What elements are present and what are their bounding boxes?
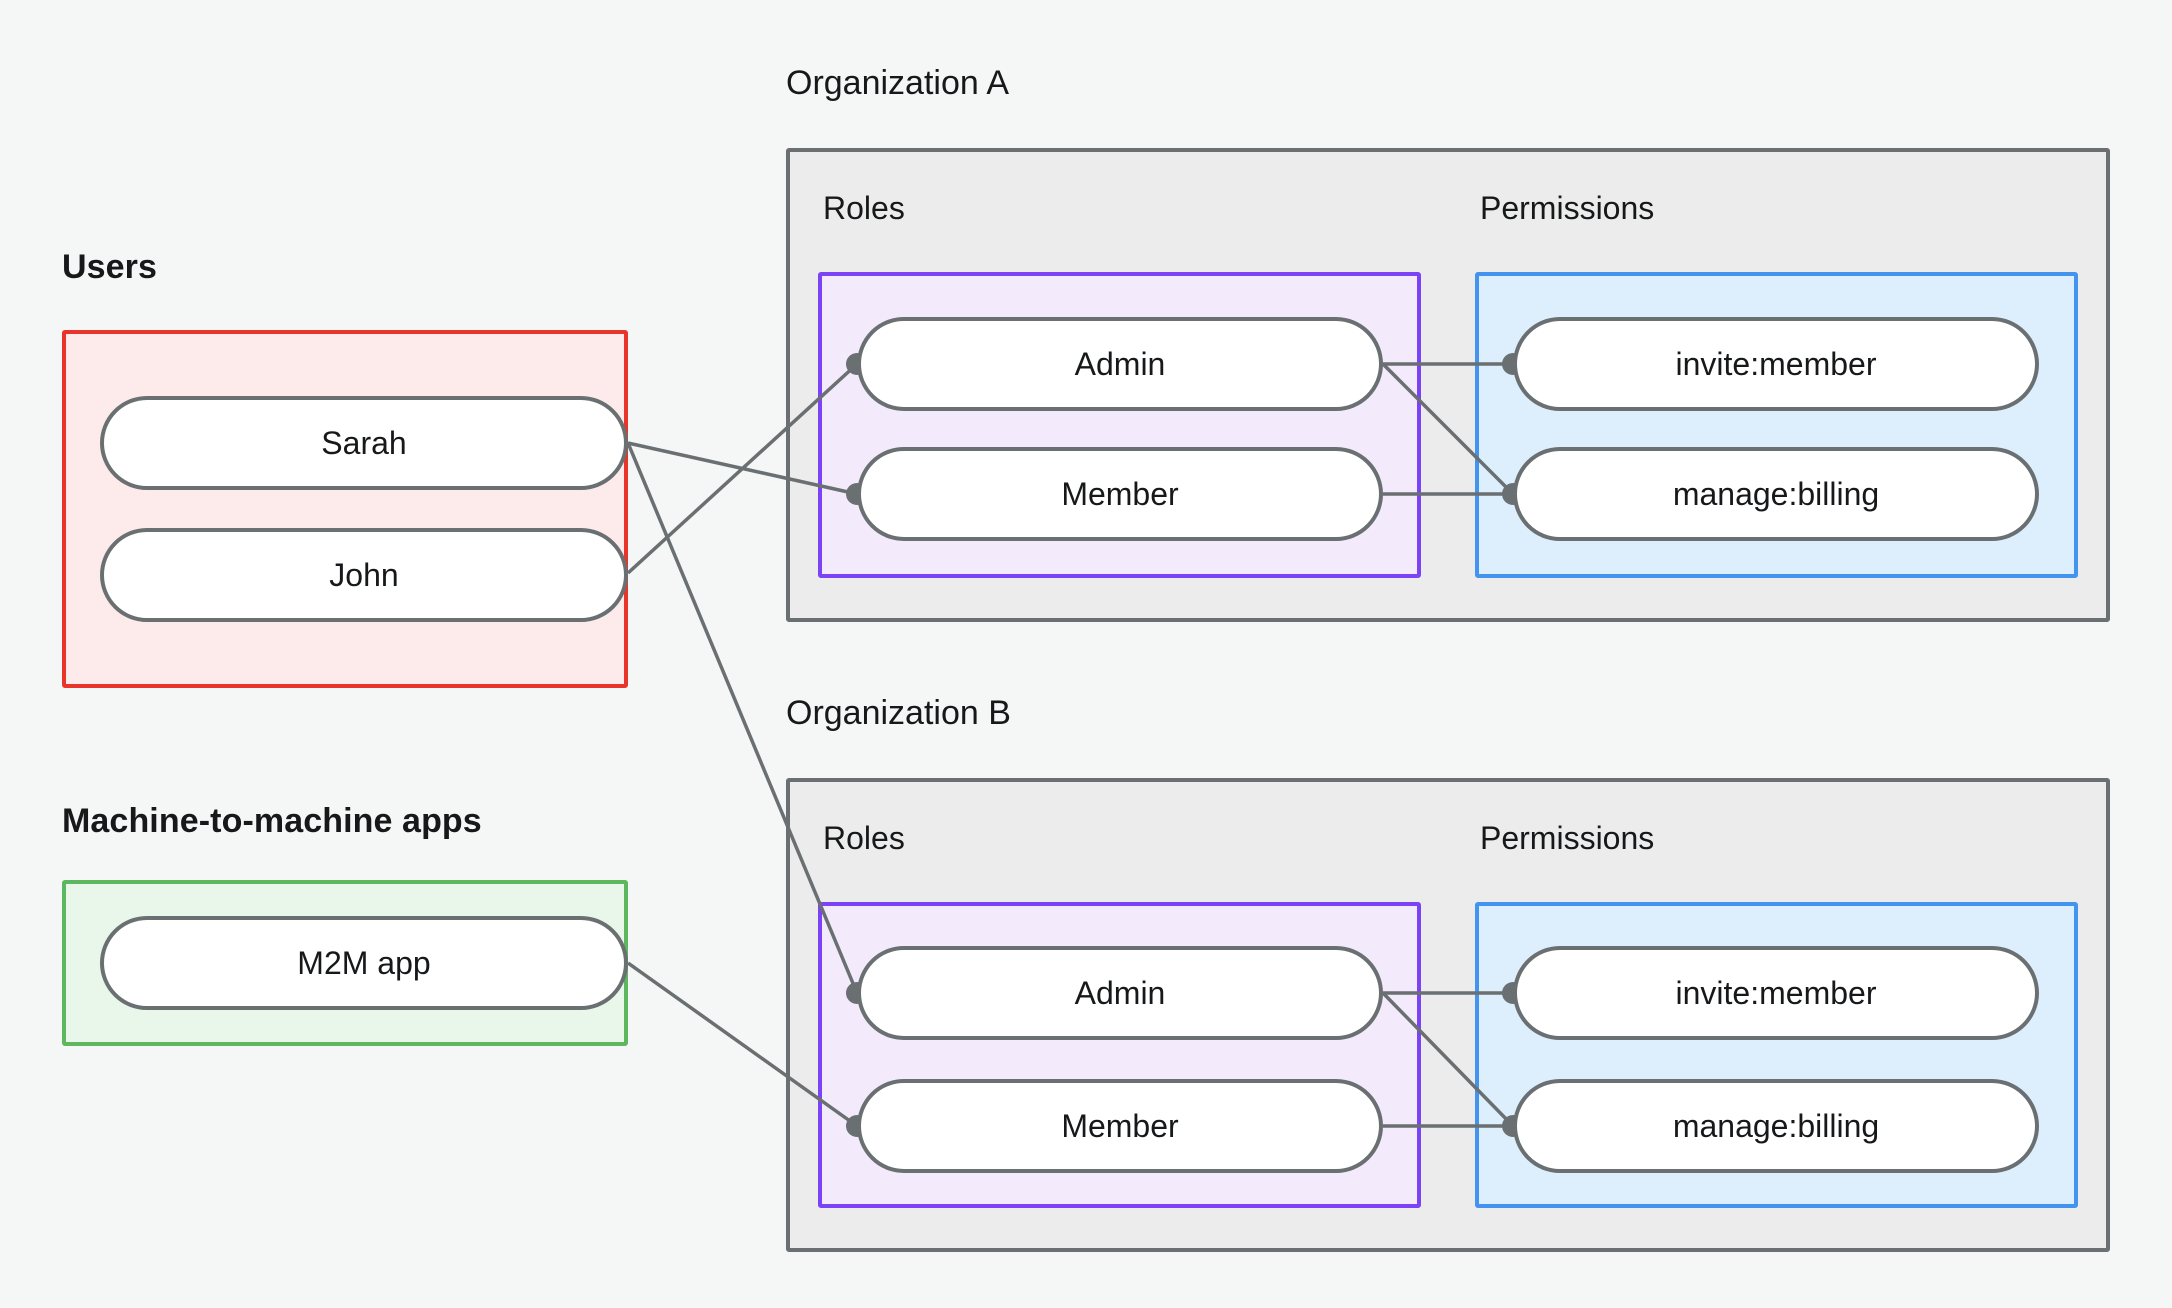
m2m-node-m2m-app-label: M2M app: [297, 944, 431, 981]
org-b-permissions-label: Permissions: [1480, 820, 1655, 856]
org-b-permission-invite-member[interactable]: invite:member: [1513, 946, 2039, 1040]
org-b-title: Organization B: [786, 694, 1011, 732]
users-group-title: Users: [62, 248, 158, 286]
m2m-node-m2m-app[interactable]: M2M app: [100, 916, 628, 1010]
user-node-john[interactable]: John: [100, 528, 628, 622]
org-b-permission-manage-billing-label: manage:billing: [1672, 1107, 1880, 1144]
org-a-permission-invite-member-label: invite:member: [1675, 345, 1877, 382]
org-a-permission-invite-member[interactable]: invite:member: [1513, 317, 2039, 411]
org-b-permission-invite-member-label: invite:member: [1675, 974, 1877, 1011]
org-a-permission-manage-billing[interactable]: manage:billing: [1513, 447, 2039, 541]
org-a-role-admin-label: Admin: [1074, 345, 1166, 382]
user-node-john-label: John: [329, 556, 399, 593]
org-b-role-member[interactable]: Member: [857, 1079, 1383, 1173]
org-b-permission-manage-billing[interactable]: manage:billing: [1513, 1079, 2039, 1173]
org-a-role-admin[interactable]: Admin: [857, 317, 1383, 411]
org-b-role-admin[interactable]: Admin: [857, 946, 1383, 1040]
user-node-sarah-label: Sarah: [321, 424, 407, 461]
org-a-title: Organization A: [786, 64, 1010, 102]
user-node-sarah[interactable]: Sarah: [100, 396, 628, 490]
org-b-role-member-label: Member: [1061, 1107, 1179, 1144]
org-a-roles-label: Roles: [823, 190, 905, 226]
org-b-roles-label: Roles: [823, 820, 905, 856]
org-a-permissions-label: Permissions: [1480, 190, 1655, 226]
org-a-role-member[interactable]: Member: [857, 447, 1383, 541]
org-a-role-member-label: Member: [1061, 475, 1179, 512]
users-container: [62, 330, 628, 688]
org-b-role-admin-label: Admin: [1074, 974, 1166, 1011]
org-a-permission-manage-billing-label: manage:billing: [1672, 475, 1880, 512]
m2m-group-title: Machine-to-machine apps: [62, 802, 482, 840]
